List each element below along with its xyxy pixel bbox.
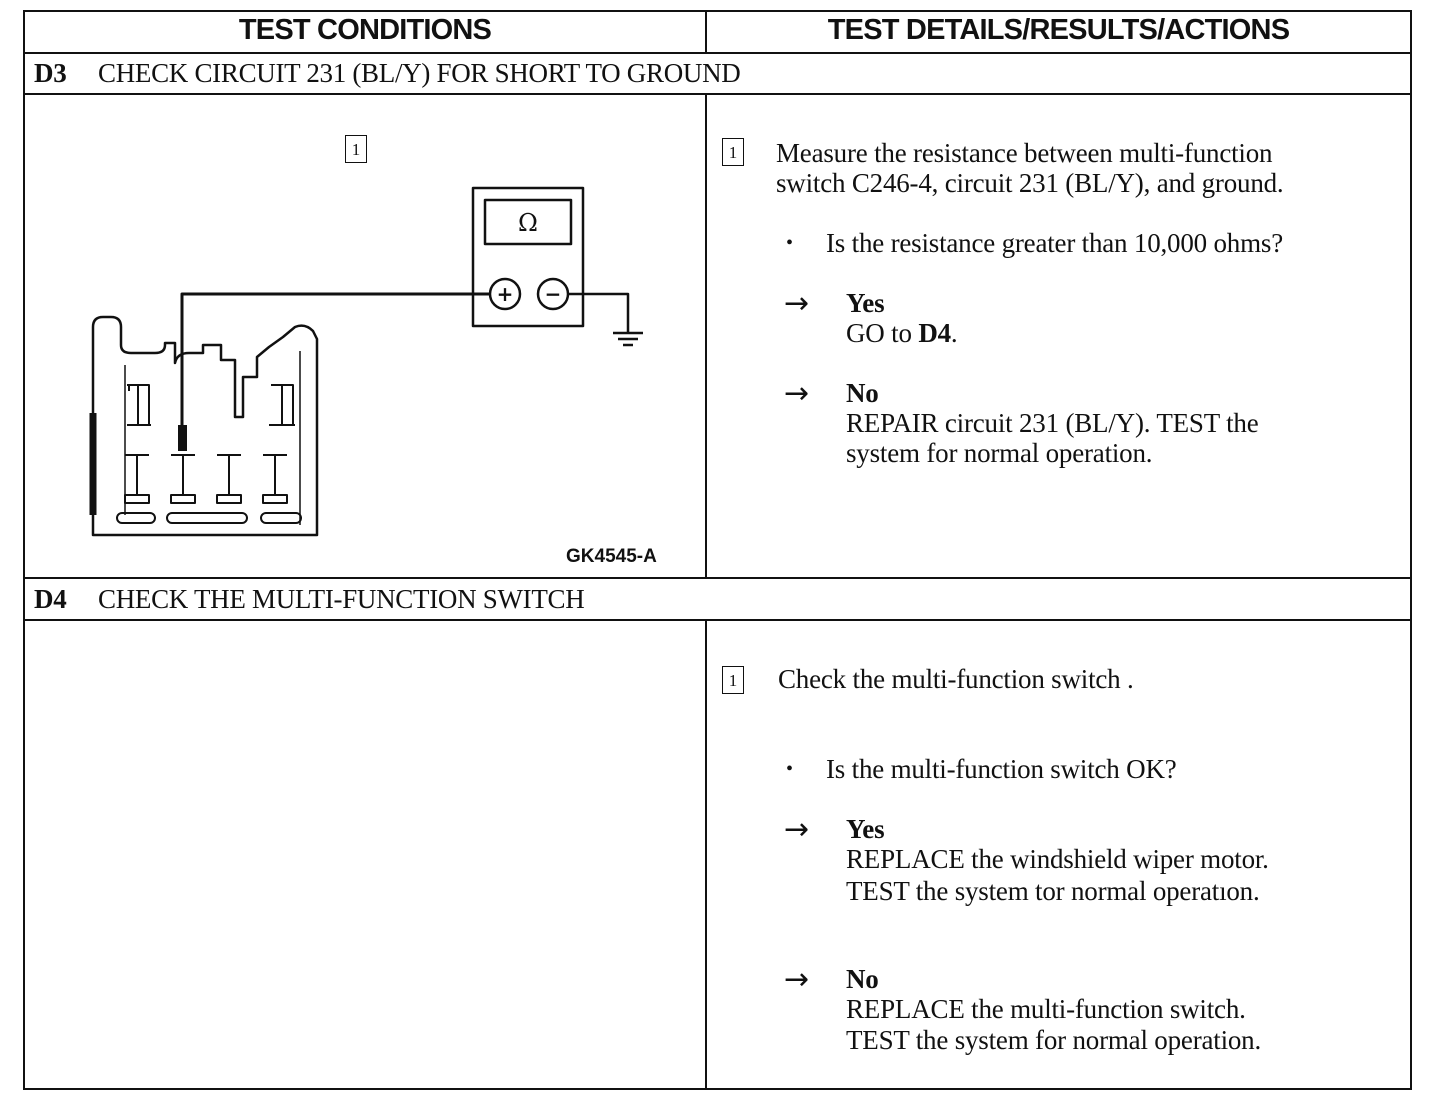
section-code: D3 xyxy=(34,58,67,88)
figure-id: GK4545-A xyxy=(566,546,657,567)
meter-symbol: Ω xyxy=(518,209,538,237)
yes-label: Yes xyxy=(846,288,885,318)
multimeter-display xyxy=(483,198,573,246)
test-probe xyxy=(178,425,187,451)
section-code: D4 xyxy=(34,584,67,614)
terminal-bottom-2 xyxy=(170,454,196,504)
header-test-details: TEST DETAILS/RESULTS/ACTIONS xyxy=(827,14,1290,46)
question-bullet: • xyxy=(786,758,794,780)
section-title-text: CHECK THE MULTI-FUNCTION SWITCH xyxy=(98,584,585,614)
ground-icon xyxy=(613,331,643,347)
terminal-bottom-1 xyxy=(124,454,150,504)
connector-diagram: Ω + − xyxy=(89,186,643,537)
yes-action-suffix: . xyxy=(950,318,958,348)
terminal-top-2 xyxy=(269,384,295,426)
section-title-text: CHECK CIRCUIT 231 (BL/Y) FOR SHORT TO GR… xyxy=(98,58,741,88)
step-number: 1 xyxy=(722,666,744,694)
figure-step-number: 1 xyxy=(345,135,367,163)
yes-action-line2: TEST the system tor normal operatıon. xyxy=(846,876,1260,906)
no-action-line2: TEST the system for normal operation. xyxy=(846,1025,1262,1055)
terminal-top-1 xyxy=(127,384,151,426)
step-instruction-line2: switch C246-4, circuit 231 (BL/Y), and g… xyxy=(776,168,1284,198)
yes-action-line1: REPLACE the windshield wiper motor. xyxy=(846,844,1269,874)
step-instruction-line1: Measure the resistance between multi-fun… xyxy=(776,138,1273,168)
multimeter-body xyxy=(471,186,585,328)
section-d4-title: D4 CHECK THE MULTI-FUNCTION SWITCH xyxy=(34,584,585,615)
terminal-bottom-4 xyxy=(262,454,288,504)
step-question: Is the multi-function switch OK? xyxy=(826,754,1177,784)
no-label: No xyxy=(846,378,879,408)
section-d3-title: D3 CHECK CIRCUIT 231 (BL/Y) FOR SHORT TO … xyxy=(34,58,741,89)
no-action-line1: REPLACE the multi-function switch. xyxy=(846,994,1246,1024)
yes-arrow-icon: → xyxy=(784,286,810,321)
terminal-bottom-3 xyxy=(216,454,242,504)
step-instruction: Check the multi-function switch . xyxy=(778,664,1134,694)
yes-action: GO to D4. xyxy=(846,318,958,348)
yes-action-prefix: GO to xyxy=(846,318,919,348)
question-bullet: • xyxy=(786,232,794,254)
plus-symbol: + xyxy=(497,282,514,306)
step-number: 1 xyxy=(722,138,744,166)
minus-symbol: − xyxy=(545,282,562,306)
yes-action-target: D4 xyxy=(918,318,951,348)
yes-arrow-icon: → xyxy=(784,812,810,847)
step-question: Is the resistance greater than 10,000 oh… xyxy=(826,228,1283,258)
no-label: No xyxy=(846,964,879,994)
connector-outline xyxy=(91,315,319,537)
yes-label: Yes xyxy=(846,814,885,844)
no-action-line2: system for normal operation. xyxy=(846,438,1153,468)
no-action-line1: REPAIR circuit 231 (BL/Y). TEST the xyxy=(846,408,1259,438)
no-arrow-icon: → xyxy=(784,962,810,997)
positive-lead xyxy=(180,292,490,425)
no-arrow-icon: → xyxy=(784,376,810,411)
header-test-conditions: TEST CONDITIONS xyxy=(238,14,492,46)
negative-lead xyxy=(568,292,630,333)
